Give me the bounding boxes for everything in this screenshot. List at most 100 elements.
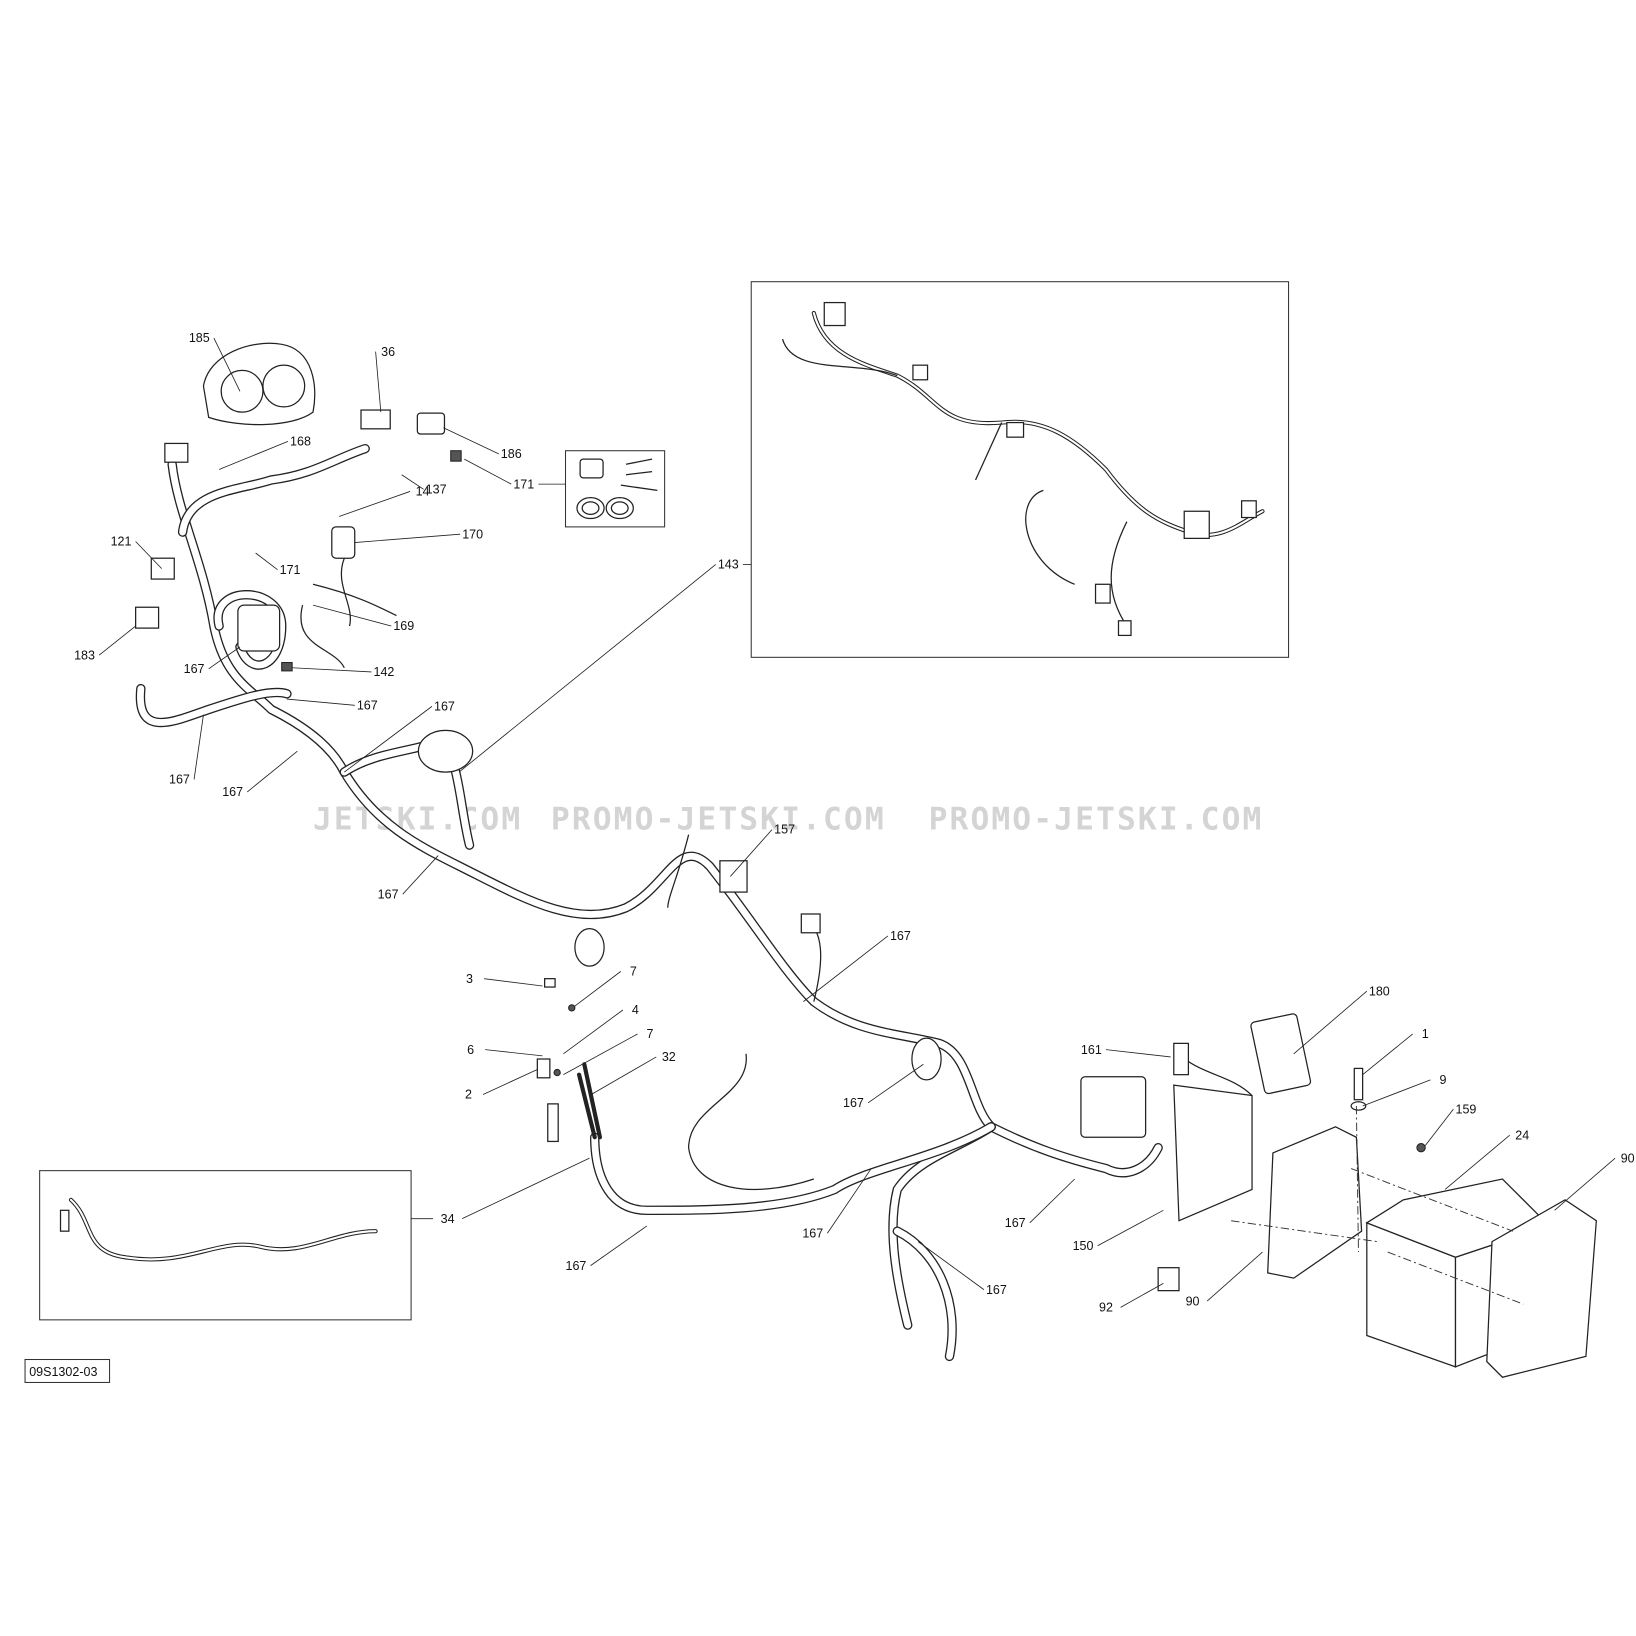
callout-label: 143 xyxy=(718,558,739,572)
callout-label: 170 xyxy=(462,527,483,541)
callout-leader-line xyxy=(1120,1282,1164,1308)
reference-code: 09S1302-03 xyxy=(24,1358,111,1383)
terminal-bolt xyxy=(547,1103,559,1143)
callout-label: 167 xyxy=(986,1283,1007,1297)
callout-leader-line xyxy=(573,971,622,1008)
callout-label: 150 xyxy=(1073,1239,1094,1253)
watermark-text: JETSKI.COM xyxy=(313,801,522,837)
callout-label: 32 xyxy=(662,1050,676,1064)
callout-label: 167 xyxy=(890,929,911,943)
callout-label: 92 xyxy=(1099,1301,1113,1315)
callout-leader-line xyxy=(458,564,717,773)
bolt-2 xyxy=(536,1058,551,1079)
main-harness xyxy=(135,443,1253,1362)
callout-label: 9 xyxy=(1439,1073,1446,1087)
callout-leader-line xyxy=(218,440,289,470)
grommet xyxy=(417,729,474,773)
grommet xyxy=(911,1037,942,1081)
callout-label: 7 xyxy=(647,1027,654,1041)
callout-leader-line xyxy=(867,1063,924,1104)
callout-leader-line xyxy=(354,533,461,543)
callout-label: 167 xyxy=(184,662,205,676)
callout-leader-line xyxy=(1444,1134,1511,1190)
switch-36 xyxy=(360,409,391,430)
watermark-text: PROMO-JETSKI.COM xyxy=(551,801,886,837)
callout-leader-line xyxy=(827,1168,872,1234)
callout-label: 142 xyxy=(374,665,395,679)
callout-label: 14 xyxy=(416,485,430,499)
battery-tray-90 xyxy=(1267,1126,1363,1279)
callout-label: 167 xyxy=(565,1259,586,1273)
callout-label: 4 xyxy=(632,1003,639,1017)
battery-cover-90 xyxy=(1486,1199,1598,1378)
cable-34-drawing xyxy=(59,1197,378,1262)
callout-leader-line xyxy=(1362,1079,1431,1107)
inset-cable-34 xyxy=(39,1170,412,1321)
washer-4 xyxy=(553,1068,561,1077)
callout-leader-line xyxy=(1105,1049,1171,1058)
callout-leader-line xyxy=(402,855,439,895)
callout-leader-line xyxy=(803,935,889,1002)
callout-label: 2 xyxy=(465,1088,472,1102)
callout-label: 90 xyxy=(1621,1151,1635,1165)
clip-171 xyxy=(450,450,462,462)
nut-159 xyxy=(1416,1143,1426,1153)
callout-leader-line xyxy=(482,1069,538,1095)
callout-label: 36 xyxy=(381,345,395,359)
callout-leader-line xyxy=(1293,990,1368,1055)
callout-leader-line xyxy=(208,646,241,670)
callout-leader-line xyxy=(730,829,773,877)
callout-leader-line xyxy=(1206,1251,1263,1302)
callout-leader-line xyxy=(255,552,278,571)
callout-label: 3 xyxy=(466,972,473,986)
callout-label: 7 xyxy=(630,965,637,979)
callout-label: 159 xyxy=(1455,1102,1476,1116)
callout-label: 171 xyxy=(280,563,301,577)
callout-leader-line xyxy=(563,1009,624,1055)
bolt-1 xyxy=(1353,1067,1364,1101)
lanyard-cord-169 xyxy=(340,557,352,627)
callout-label: 168 xyxy=(290,435,311,449)
callout-label: 183 xyxy=(74,648,95,662)
callout-leader-line xyxy=(464,458,512,485)
connector-168 xyxy=(164,442,189,463)
callout-leader-line xyxy=(1097,1209,1164,1247)
instrument-cluster-185 xyxy=(202,342,316,426)
nut-7 xyxy=(568,1004,576,1012)
connector xyxy=(800,913,821,934)
connector-161 xyxy=(1173,1042,1190,1076)
callout-leader-line xyxy=(1554,1157,1616,1211)
callout-label: 185 xyxy=(189,331,210,345)
lanyard-170 xyxy=(331,526,356,559)
reference-code-text: 09S1302-03 xyxy=(29,1365,97,1379)
screw-3 xyxy=(544,978,556,988)
inset-harness-143 xyxy=(750,281,1290,658)
callout-label: 167 xyxy=(378,887,399,901)
callout-leader-line xyxy=(292,667,372,673)
callout-leader-line xyxy=(485,1049,543,1057)
callout-label: 121 xyxy=(111,535,132,549)
callout-leader-line xyxy=(484,978,543,987)
fuse-box xyxy=(1080,1076,1147,1138)
callout-label: 167 xyxy=(802,1226,823,1240)
callout-label: 167 xyxy=(843,1096,864,1110)
callout-leader-line xyxy=(375,351,382,413)
callout-leader-line xyxy=(312,604,392,627)
callout-label: 167 xyxy=(1005,1216,1026,1230)
callout-leader-line xyxy=(563,1033,638,1076)
callout-leader-line xyxy=(1362,1033,1413,1075)
callout-leader-line xyxy=(443,427,499,455)
relay-92 xyxy=(1157,1267,1180,1292)
module-180 xyxy=(1250,1013,1312,1095)
callout-leader-line xyxy=(1424,1108,1454,1146)
callout-label: 6 xyxy=(467,1043,474,1057)
grommet xyxy=(574,927,605,967)
callout-label: 157 xyxy=(774,823,795,837)
callout-leader-line xyxy=(344,706,433,773)
callout-label: 161 xyxy=(1081,1043,1102,1057)
callout-leader-line xyxy=(135,541,163,569)
switch-183 xyxy=(135,606,160,629)
callout-leader-line xyxy=(98,625,136,656)
washer-9 xyxy=(1350,1101,1367,1111)
switch-186 xyxy=(416,412,446,435)
